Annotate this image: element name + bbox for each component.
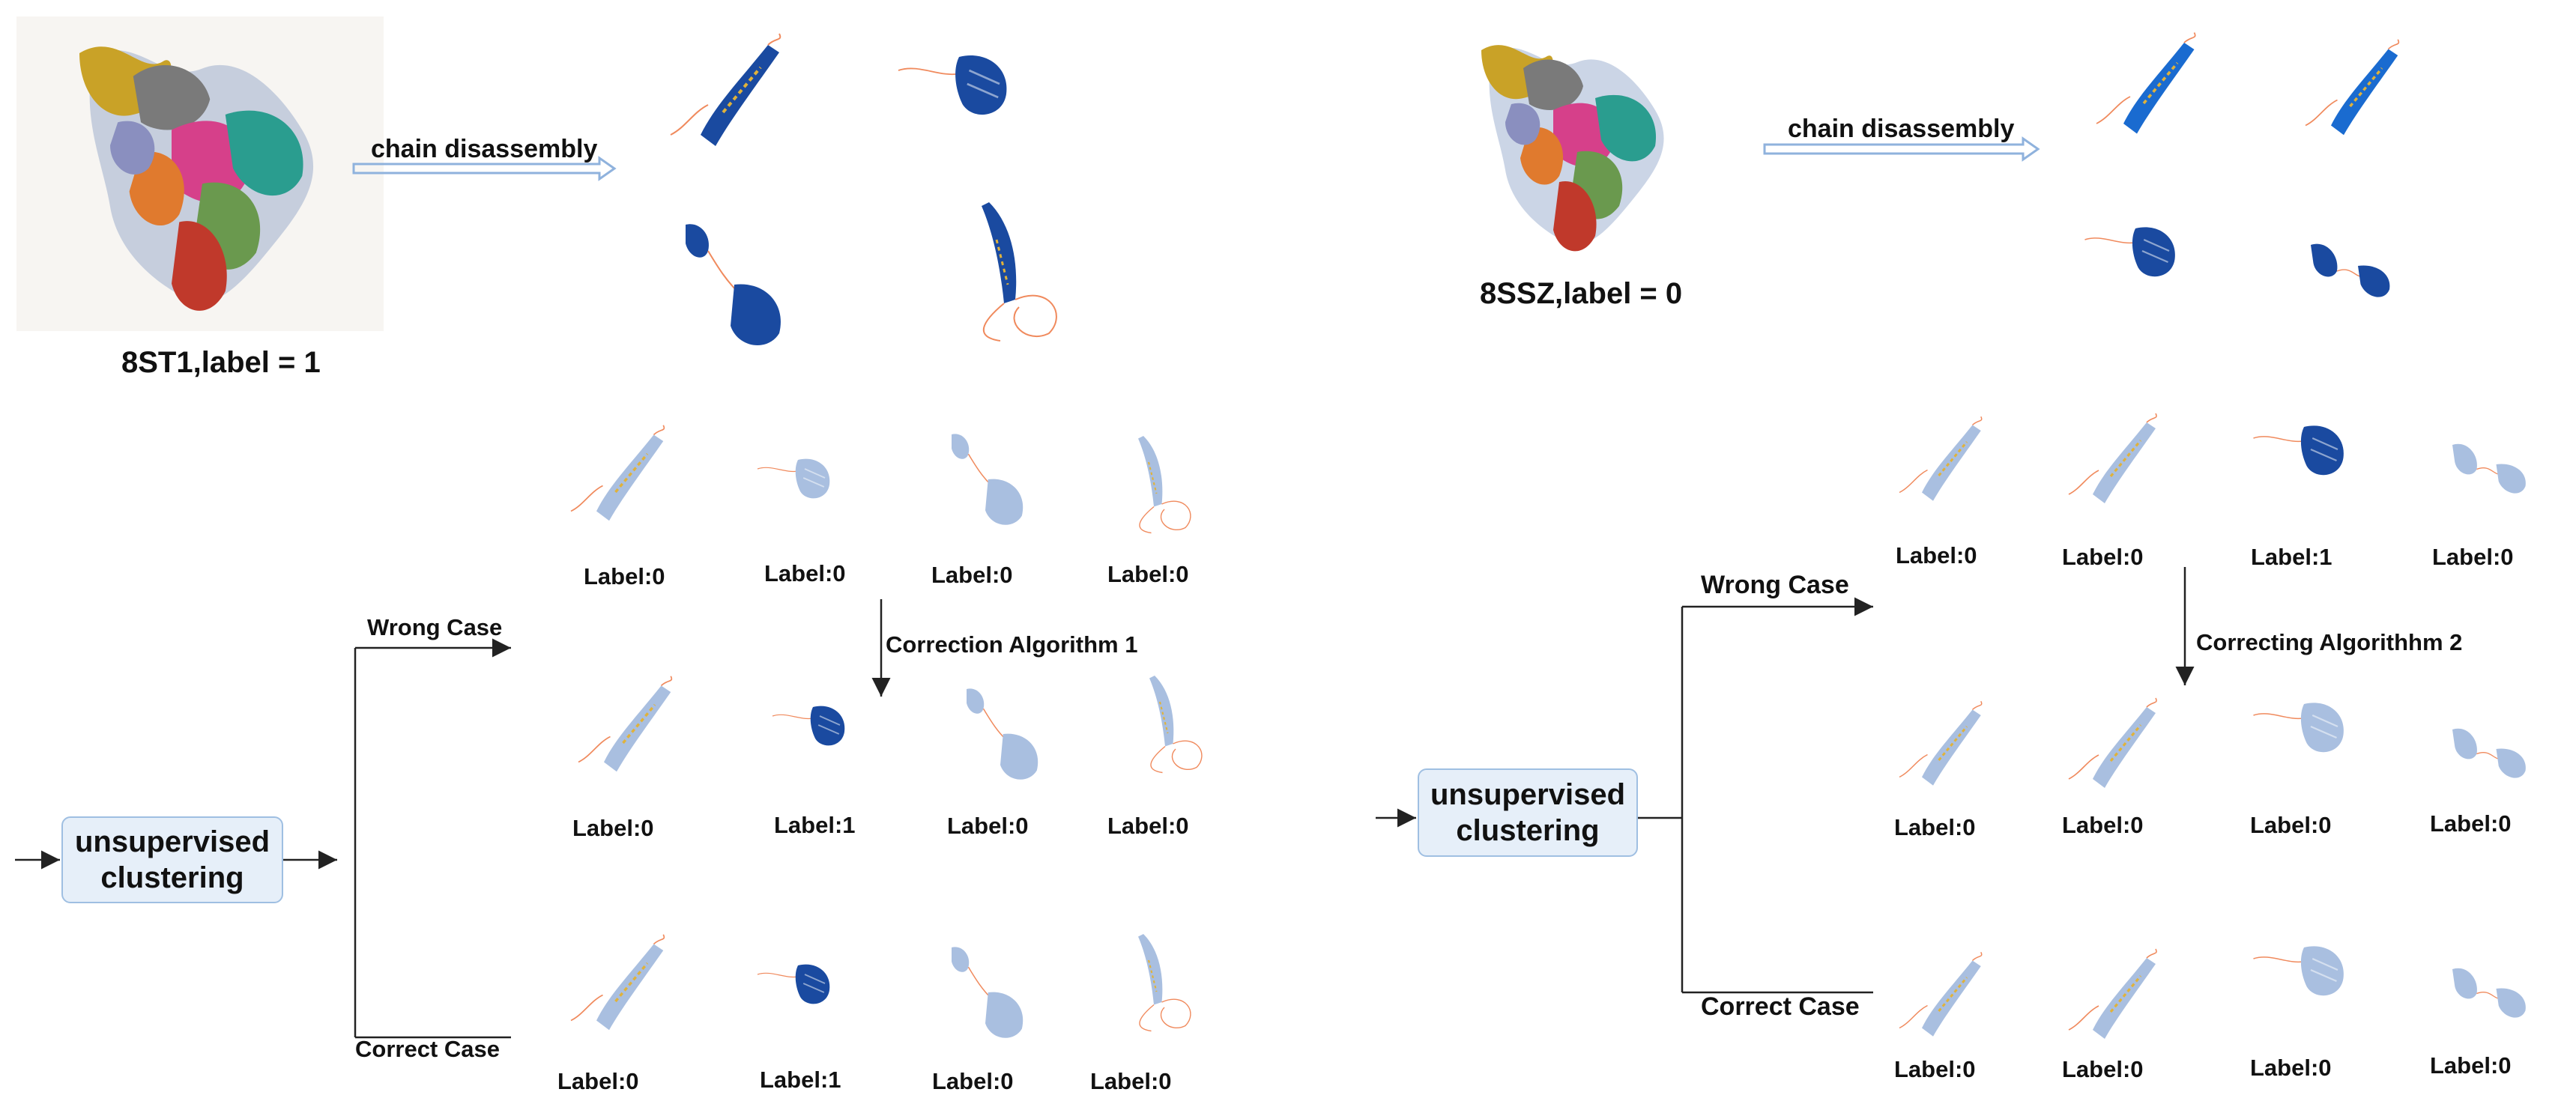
chain-2-structure [869,30,1049,165]
row3-chain-4 [1101,918,1206,1045]
right-row1-label-1: Label:0 [1896,542,1977,568]
right-row3-chain-1 [1881,944,2008,1056]
disassembly-arrow-right [1763,136,2040,162]
row2-label-3: Label:0 [947,813,1029,839]
right-row3-chain-2 [2046,940,2188,1060]
disassembly-label-left: chain disassembly [371,135,598,163]
wrong-case-label-right: Wrong Case [1701,571,1849,599]
row3-label-2: Label:1 [760,1067,841,1093]
row1-label-4: Label:0 [1107,561,1189,587]
right-row2-label-4: Label:0 [2430,810,2512,837]
right-row3-label-2: Label:0 [2062,1056,2144,1082]
row1-chain-4 [1101,419,1206,547]
wrong-case-label-left: Wrong Case [367,614,503,640]
clustering-flow-right [1376,567,2195,994]
disassembly-arrow-left [352,156,617,181]
row3-label-3: Label:0 [932,1068,1014,1094]
disassembly-label-right: chain disassembly [1788,115,2015,143]
row3-chain-2 [738,947,858,1037]
row1-chain-3 [925,423,1045,536]
right-row1-chain-2 [2046,404,2188,524]
chain-3-structure [644,210,817,360]
right-row3-chain-3 [2248,921,2360,1041]
right-row2-chain-3 [2248,678,2360,798]
chain-3-structure-right [2079,202,2192,322]
chain-2-structure-right [2282,30,2431,157]
right-row2-chain-1 [1881,693,2008,805]
cluster-box-line-2-right: clustering [1456,814,1600,847]
row2-label-4: Label:0 [1107,813,1189,839]
right-row1-label-2: Label:0 [2062,544,2144,570]
row1-label-1: Label:0 [584,563,665,589]
chain-1-structure [644,22,817,172]
right-row2-label-2: Label:0 [2062,812,2144,838]
right-row2-chain-2 [2046,689,2188,809]
chain-4-structure [929,180,1079,360]
row2-chain-2 [749,689,877,779]
right-row1-chain-1 [1881,408,2008,521]
chain-1-structure-right [2083,22,2218,157]
right-row1-label-4: Label:0 [2432,544,2514,570]
row1-label-3: Label:0 [931,562,1013,588]
correction-algorithm-label-right: Correcting Algorithhm 2 [2196,629,2463,655]
cluster-box-line-2: clustering [100,861,244,894]
right-row3-label-3: Label:0 [2250,1055,2332,1081]
row2-chain-3 [937,678,1064,790]
correction-algorithm-label-left: Correction Algorithm 1 [886,631,1138,658]
complex-caption-left: 8ST1,label = 1 [121,346,321,379]
row1-chain-1 [547,416,697,543]
right-row1-label-3: Label:1 [2251,544,2332,570]
right-row3-label-4: Label:0 [2430,1052,2512,1079]
row2-label-1: Label:0 [572,815,654,841]
correct-case-label-right: Correct Case [1701,992,1860,1021]
cluster-box-line-1-right: unsupervised [1430,778,1626,811]
row2-chain-1 [554,667,704,794]
correct-case-label-left: Correct Case [355,1036,500,1062]
right-row2-label-3: Label:0 [2250,812,2332,838]
cluster-box-line-1: unsupervised [74,825,270,858]
row3-chain-3 [925,936,1045,1049]
row3-chain-1 [547,925,697,1052]
row2-chain-4 [1113,659,1218,786]
clustering-flow-left [15,599,891,1039]
row3-label-4: Label:0 [1090,1068,1172,1094]
right-row1-chain-3 [2248,404,2360,517]
complex-8st1-structure [45,22,360,330]
right-row2-chain-4 [2420,700,2563,798]
row3-label-1: Label:0 [557,1068,639,1094]
right-row3-label-1: Label:0 [1894,1056,1976,1082]
right-row3-chain-4 [2420,940,2563,1037]
right-row2-label-1: Label:0 [1894,814,1976,840]
row1-chain-2 [738,442,858,532]
complex-8ssz-structure [1416,26,1738,266]
row2-label-2: Label:1 [774,812,856,838]
row1-label-2: Label:0 [764,560,846,586]
chain-4-structure-right [2278,213,2428,318]
right-row1-chain-4 [2420,416,2563,513]
complex-caption-right: 8SSZ,label = 0 [1480,277,1683,310]
